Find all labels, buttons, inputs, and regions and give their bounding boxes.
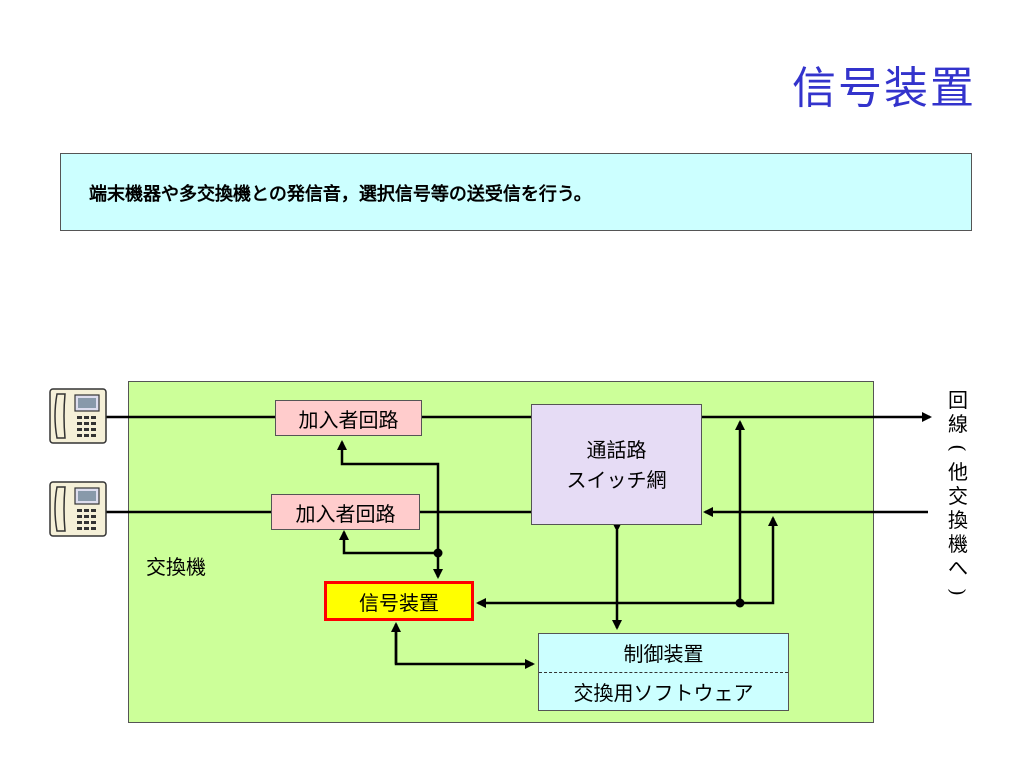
description-box: 端末機器や多交換機との発信音，選択信号等の送受信を行う。 <box>60 153 972 231</box>
switch-network-label-1: 通話路 <box>586 437 647 462</box>
trunk-label-char: へ <box>948 556 968 580</box>
description-text: 端末機器や多交換機との発信音，選択信号等の送受信を行う。 <box>89 184 592 205</box>
switch-network: 通話路 スイッチ網 <box>531 404 702 525</box>
subscriber-circuit-2: 加入者回路 <box>271 494 420 530</box>
switch-network-label-2: スイッチ網 <box>566 467 667 492</box>
trunk-label-char: 換 <box>948 508 968 532</box>
line-trunk-tap-2 <box>740 516 778 605</box>
trunk-label-char: 回 <box>948 388 968 412</box>
trunk-label: 回 線 ( 他 交 換 機 へ ) <box>943 388 973 604</box>
control-device-label: 制御装置 <box>539 634 788 673</box>
exchange-software-label: 交換用ソフトウェア <box>573 680 754 705</box>
exchange-label: 交換機 <box>146 555 206 579</box>
line-signal-to-control <box>394 626 535 669</box>
trunk-label-char: ( <box>946 444 970 452</box>
line-to-subscriber2 <box>339 530 438 555</box>
trunk-label-char: ) <box>946 588 970 596</box>
control-device: 制御装置 交換用ソフトウェア <box>538 633 789 711</box>
telephone-icon <box>49 388 107 444</box>
signal-device: 信号装置 <box>324 581 474 621</box>
subscriber-circuit-1: 加入者回路 <box>275 400 422 436</box>
junction-dot <box>433 548 443 558</box>
trunk-label-char: 交 <box>948 484 968 508</box>
line-to-subscriber1 <box>337 440 440 553</box>
junction-dot <box>735 598 745 608</box>
trunk-label-char: 機 <box>948 532 968 556</box>
trunk-label-char: 他 <box>948 460 968 484</box>
page-title: 信号装置 <box>792 63 976 114</box>
telephone-icon <box>49 481 107 537</box>
trunk-label-char: 線 <box>948 412 968 436</box>
